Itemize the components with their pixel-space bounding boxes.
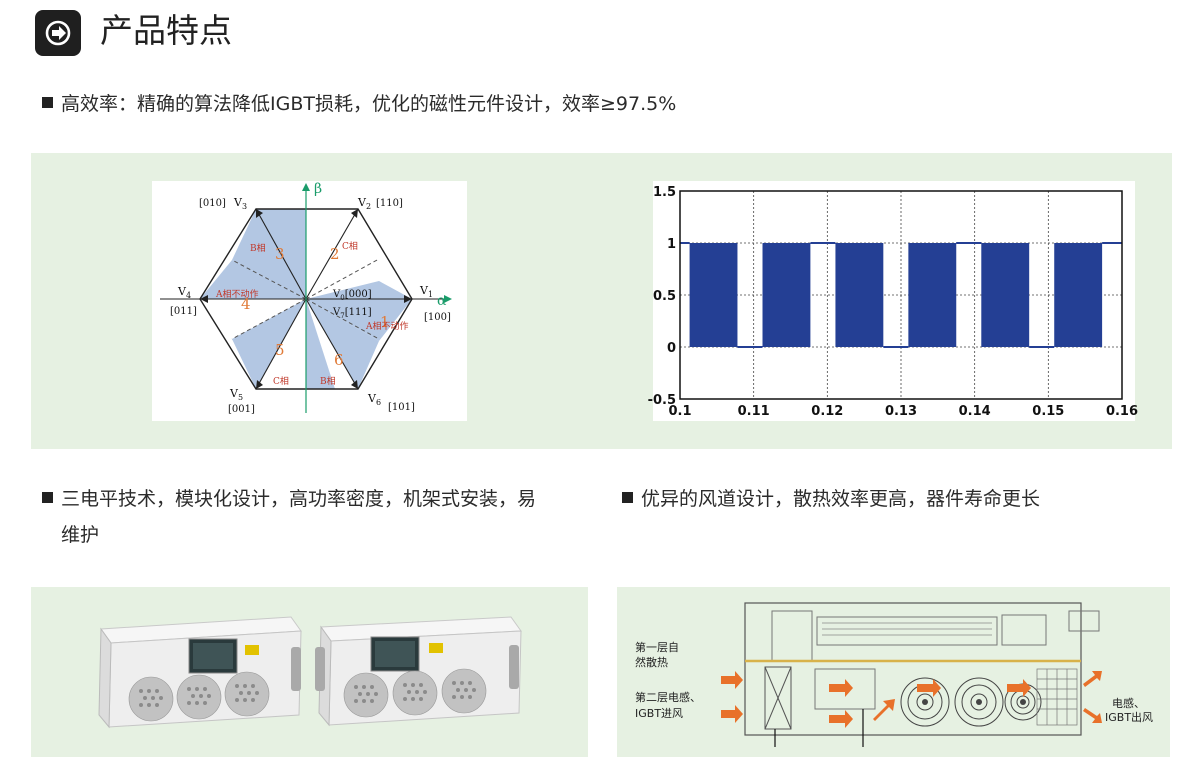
pwm-waveform-chart: -0.5 0 0.5 1 1.5 0.1 0.11 0.12 0.13 0.14 0.15 0.16: [648, 181, 1138, 421]
v2-sub: 2: [366, 202, 371, 211]
feature-text-line1: 三电平技术，模块化设计，高功率密度，机架式安装，易: [61, 488, 537, 510]
inverter-unit-left: [98, 616, 302, 729]
shade-sector-4: [200, 260, 306, 299]
feature-three-level: 三电平技术，模块化设计，高功率密度，机架式安装，易: [42, 484, 536, 514]
v0-sub: 0: [340, 294, 344, 302]
label-layer2-line1: 第二层电感、: [635, 690, 701, 704]
feature-efficiency: 高效率：精确的算法降低IGBT损耗，优化的磁性元件设计，效率≥97.5%: [42, 89, 676, 119]
v6-sub: 6: [376, 398, 381, 407]
phase-label-s6: B相: [320, 375, 336, 387]
svpwm-vector-diagram: β α V1 [100] V2 [110] [010] V3 V4 [011] …: [152, 181, 467, 421]
y-tick-label: 0: [667, 341, 676, 356]
shade-sector-6: [306, 299, 335, 389]
beta-axis-label: β: [314, 181, 322, 197]
sector-5: 5: [275, 341, 285, 359]
v2-code: [110]: [376, 198, 403, 209]
v3-code: [010]: [199, 198, 226, 209]
bullet-square-icon: [622, 492, 633, 503]
v6-name: V: [367, 392, 377, 405]
v5-code: [001]: [228, 404, 255, 415]
page-title: 产品特点: [100, 11, 232, 50]
label-layer1-line2: 然散热: [635, 655, 668, 669]
pwm-pulse-block: [981, 243, 1030, 347]
shade-sector-5: [232, 299, 306, 389]
pwm-pulse-block: [1054, 243, 1103, 347]
svg-text:V4: V4: [177, 285, 191, 300]
svg-text:V2: V2: [357, 196, 371, 211]
label-out-line1: 电感、: [1112, 697, 1145, 710]
sector-6: 6: [334, 351, 344, 369]
v0-code: [000]: [345, 289, 372, 300]
arrow-right-circle-icon: [35, 10, 81, 56]
phase-label-s1: A相不动作: [365, 320, 409, 332]
v5-name: V: [229, 387, 239, 400]
svg-text:V1: V1: [419, 284, 433, 299]
y-tick-label: 1: [667, 237, 676, 252]
label-layer2-line2: IGBT进风: [635, 707, 683, 720]
svg-text:V5: V5: [229, 387, 243, 402]
y-tick-label: 0.5: [653, 289, 676, 304]
sector-4: 4: [241, 295, 251, 313]
x-tick-label: 0.15: [1032, 404, 1064, 419]
feature-text: 优异的风道设计，散热效率更高，器件寿命更长: [641, 488, 1041, 510]
pwm-pulse-block: [762, 243, 811, 347]
v7-code: [111]: [345, 307, 372, 318]
phase-label-s5: C相: [273, 375, 289, 387]
x-tick-label: 0.16: [1106, 404, 1138, 419]
x-tick-label: 0.11: [738, 404, 770, 419]
feature-airflow: 优异的风道设计，散热效率更高，器件寿命更长: [622, 484, 1040, 514]
svg-text:V0[000]: V0[000]: [332, 289, 372, 302]
shade-sector-6b: [306, 299, 379, 389]
v3-name: V: [233, 196, 243, 209]
pwm-pulse-block: [908, 243, 957, 347]
product-photo-panel: [31, 587, 588, 757]
x-tick-label: 0.1: [668, 404, 691, 419]
y-tick-label: -0.5: [648, 393, 676, 408]
v1-code: [100]: [424, 312, 451, 323]
airflow-arrows: [721, 671, 1102, 728]
phase-label-s3: B相: [250, 242, 266, 254]
inverter-unit-right: [315, 616, 522, 727]
x-tick-label: 0.13: [885, 404, 917, 419]
shade-sector-1: [306, 281, 412, 299]
v6-code: [101]: [388, 402, 415, 413]
alpha-axis-label: α: [437, 293, 447, 309]
v7-sub: 7: [340, 312, 344, 320]
feature-text: 高效率：精确的算法降低IGBT损耗，优化的磁性元件设计，效率≥97.5%: [61, 93, 677, 115]
v4-sub: 4: [186, 291, 191, 300]
plot-frame: [679, 190, 1123, 400]
v0-name: V: [332, 289, 341, 300]
sector-3: 3: [275, 245, 285, 263]
bullet-square-icon: [42, 492, 53, 503]
phase-label-s2: C相: [342, 240, 358, 252]
svg-text:V7[111]: V7[111]: [332, 307, 372, 320]
v4-name: V: [177, 285, 187, 298]
bullet-square-icon: [42, 97, 53, 108]
sector-1: 1: [380, 313, 390, 331]
v4-code: [011]: [170, 306, 197, 317]
y-tick-label: 1.5: [653, 185, 676, 200]
x-tick-label: 0.14: [959, 404, 991, 419]
svg-text:V3: V3: [233, 196, 247, 211]
pwm-pulse-block: [689, 243, 738, 347]
pwm-pulse-block: [835, 243, 884, 347]
airflow-diagram-panel: 第一层自 然散热 第二层电感、 IGBT进风 电感、 IGBT出风: [617, 587, 1170, 757]
sector-2: 2: [330, 245, 340, 263]
label-out-line2: IGBT出风: [1105, 710, 1153, 724]
x-tick-label: 0.12: [811, 404, 843, 419]
phase-label-s4: A相不动作: [215, 288, 259, 300]
v1-name: V: [419, 284, 429, 297]
v5-sub: 5: [238, 393, 243, 402]
airflow-diagram: 第一层自 然散热 第二层电感、 IGBT进风 电感、 IGBT出风: [635, 602, 1153, 747]
svg-text:V6: V6: [367, 392, 381, 407]
v7-name: V: [332, 307, 341, 318]
v3-sub: 3: [242, 202, 247, 211]
label-layer1-line1: 第一层自: [635, 640, 679, 654]
v1-sub: 1: [428, 290, 433, 299]
shade-sector-3b: [232, 209, 306, 299]
v2-name: V: [357, 196, 367, 209]
shade-sector-1b: [306, 299, 412, 341]
product-photo: [98, 616, 522, 729]
feature-three-level-cont: 维护: [61, 524, 100, 546]
